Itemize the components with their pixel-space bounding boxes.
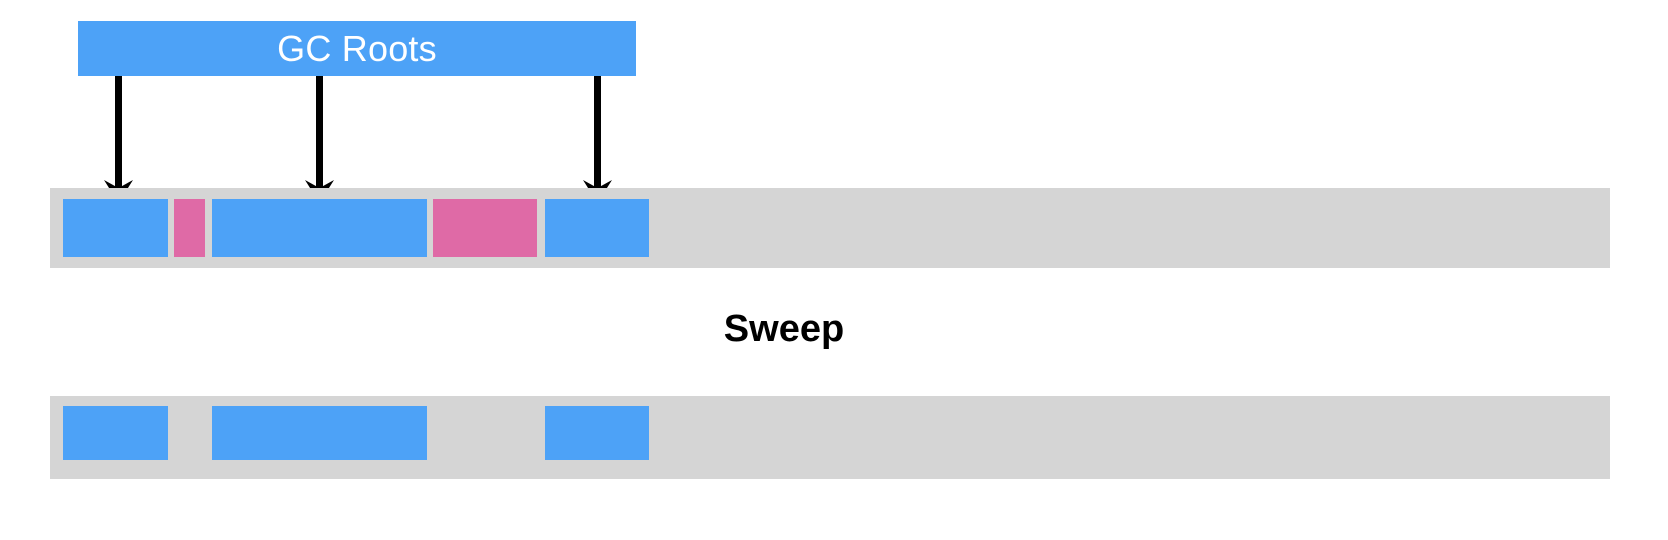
sweep-phase-label: Sweep	[723, 308, 845, 350]
gc-roots-box: GC Roots	[78, 21, 636, 76]
heap-block-garbage	[174, 199, 205, 257]
heap-block-live	[545, 406, 649, 460]
heap-block-garbage	[433, 199, 537, 257]
heap-block-live	[212, 406, 427, 460]
reference-arrow-1	[100, 76, 140, 203]
heap-bar-swept	[50, 396, 1610, 479]
heap-block-live	[545, 199, 649, 257]
gc-roots-label: GC Roots	[277, 27, 437, 69]
reference-arrow-2	[301, 76, 341, 203]
heap-block-live	[212, 199, 427, 257]
heap-bar-marked	[50, 188, 1610, 268]
reference-arrow-3	[579, 76, 619, 203]
heap-block-live	[63, 406, 168, 460]
heap-block-live	[63, 199, 168, 257]
